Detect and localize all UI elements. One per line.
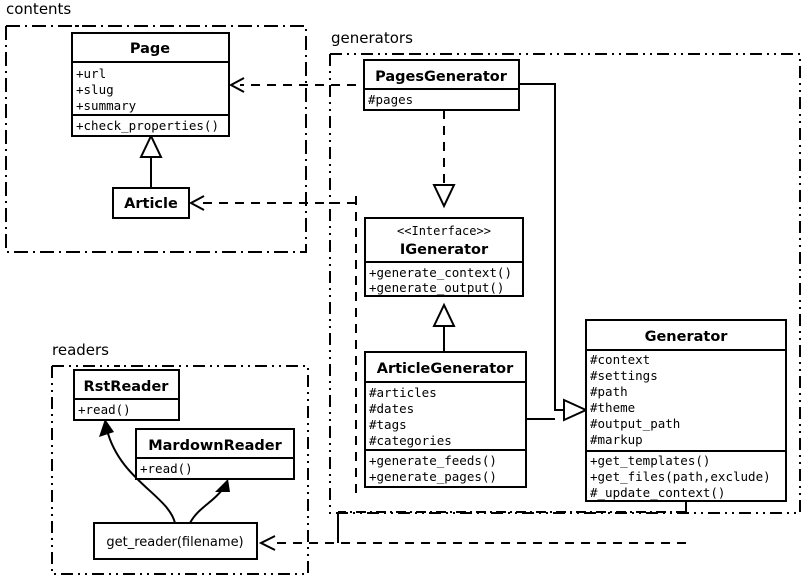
class-mardown-reader-box bbox=[135, 428, 295, 480]
class-page[interactable]: Page +url +slug +summary +check_properti… bbox=[71, 32, 230, 137]
relation-pagesgenerator-uses-page bbox=[228, 77, 356, 93]
class-generator-name: Generator bbox=[645, 329, 729, 345]
class-rst-reader-name: RstReader bbox=[84, 379, 170, 395]
class-generator-attribute: #settings bbox=[590, 368, 658, 383]
hollow-triangle-arrowhead bbox=[432, 302, 456, 327]
class-generator-attribute: #context bbox=[590, 352, 650, 367]
package-contents-label: contents bbox=[6, 0, 71, 18]
relation-generator-uses-get-reader bbox=[258, 501, 687, 551]
class-article-generator-attribute: #tags bbox=[369, 417, 407, 432]
class-article-generator[interactable]: ArticleGenerator #articles #dates #tags … bbox=[364, 351, 527, 488]
creates-curve bbox=[106, 429, 176, 524]
class-igenerator-box bbox=[364, 217, 524, 297]
class-article-box bbox=[112, 187, 190, 219]
class-generator-attribute: #markup bbox=[590, 432, 643, 447]
class-mardown-reader-name: MardownReader bbox=[148, 438, 282, 454]
package-readers: readers bbox=[51, 341, 309, 575]
class-article-name: Article bbox=[124, 196, 178, 212]
class-generator[interactable]: Generator #context #settings #path #them… bbox=[585, 319, 787, 502]
relation-get-reader-creates-mardownreader bbox=[189, 479, 230, 524]
class-page-attribute: +slug bbox=[76, 82, 114, 97]
relation-generators-inherit-generator bbox=[519, 83, 589, 422]
class-mardown-reader[interactable]: MardownReader +read() bbox=[135, 428, 295, 480]
class-article[interactable]: Article bbox=[112, 187, 190, 219]
class-page-name: Page bbox=[130, 41, 170, 57]
class-rst-reader-method: +read() bbox=[78, 402, 131, 417]
open-arrowhead bbox=[228, 77, 245, 93]
package-generators-label: generators bbox=[331, 29, 413, 47]
package-contents-border bbox=[5, 25, 307, 253]
open-arrowhead bbox=[188, 195, 205, 211]
class-article-generator-name: ArticleGenerator bbox=[377, 361, 514, 377]
class-rst-reader[interactable]: RstReader +read() bbox=[73, 369, 180, 421]
package-generators-border bbox=[329, 53, 801, 514]
relation-articlegenerator-realizes-igenerator bbox=[432, 302, 456, 352]
relation-get-reader-creates-rstreader bbox=[99, 419, 176, 524]
class-page-box bbox=[71, 32, 230, 137]
class-igenerator-method: +generate_output() bbox=[369, 280, 504, 295]
class-article-generator-attribute: #dates bbox=[369, 401, 414, 416]
package-contents: contents bbox=[5, 0, 307, 253]
class-page-attribute: +url bbox=[76, 66, 106, 81]
function-get-reader[interactable]: get_reader(filename) bbox=[93, 522, 258, 560]
filled-arrowhead bbox=[99, 419, 114, 437]
class-igenerator-method: +generate_context() bbox=[369, 265, 512, 280]
class-article-generator-attribute: #articles bbox=[369, 385, 437, 400]
generalization-line-pagesgenerator bbox=[519, 83, 565, 411]
filled-arrowhead bbox=[215, 479, 230, 492]
class-pages-generator[interactable]: PagesGenerator #pages bbox=[363, 59, 520, 111]
class-generator-method: #_update_context() bbox=[590, 485, 725, 500]
hollow-triangle-arrowhead bbox=[432, 184, 456, 209]
class-generator-method: +get_files(path,exclude) bbox=[590, 469, 771, 484]
class-generator-method: +get_templates() bbox=[590, 453, 710, 468]
class-mardown-reader-method: +read() bbox=[140, 461, 193, 476]
class-article-generator-method: +generate_pages() bbox=[369, 469, 497, 484]
relation-generators-uses-article bbox=[188, 195, 356, 211]
class-generator-attribute: #path bbox=[590, 384, 628, 399]
package-readers-label: readers bbox=[52, 341, 109, 359]
class-page-attribute: +summary bbox=[76, 98, 137, 113]
open-arrowhead bbox=[258, 535, 276, 551]
package-generators: generators bbox=[329, 29, 801, 514]
hollow-triangle-arrowhead bbox=[139, 133, 163, 158]
class-generator-attribute: #output_path bbox=[590, 416, 680, 431]
class-pages-generator-box bbox=[363, 59, 520, 111]
class-article-generator-attribute: #categories bbox=[369, 433, 452, 448]
relation-pagesgenerator-realizes-igenerator bbox=[432, 110, 456, 209]
creates-curve bbox=[189, 489, 223, 524]
relation-article-inherits-page bbox=[139, 133, 163, 188]
class-pages-generator-name: PagesGenerator bbox=[375, 69, 508, 85]
class-generator-attribute: #theme bbox=[590, 400, 635, 415]
class-article-generator-box bbox=[364, 351, 527, 488]
class-rst-reader-box bbox=[73, 369, 180, 421]
class-igenerator[interactable]: <<Interface>> IGenerator +generate_conte… bbox=[364, 217, 524, 297]
class-igenerator-stereotype: <<Interface>> bbox=[397, 224, 491, 238]
class-pages-generator-attribute: #pages bbox=[368, 92, 413, 107]
function-get-reader-label: get_reader(filename) bbox=[106, 535, 243, 550]
hollow-triangle-arrowhead bbox=[563, 398, 589, 422]
class-article-generator-method: +generate_feeds() bbox=[369, 453, 497, 468]
class-igenerator-name: IGenerator bbox=[400, 242, 489, 258]
function-get-reader-box bbox=[93, 522, 258, 560]
class-page-method: +check_properties() bbox=[76, 118, 219, 133]
